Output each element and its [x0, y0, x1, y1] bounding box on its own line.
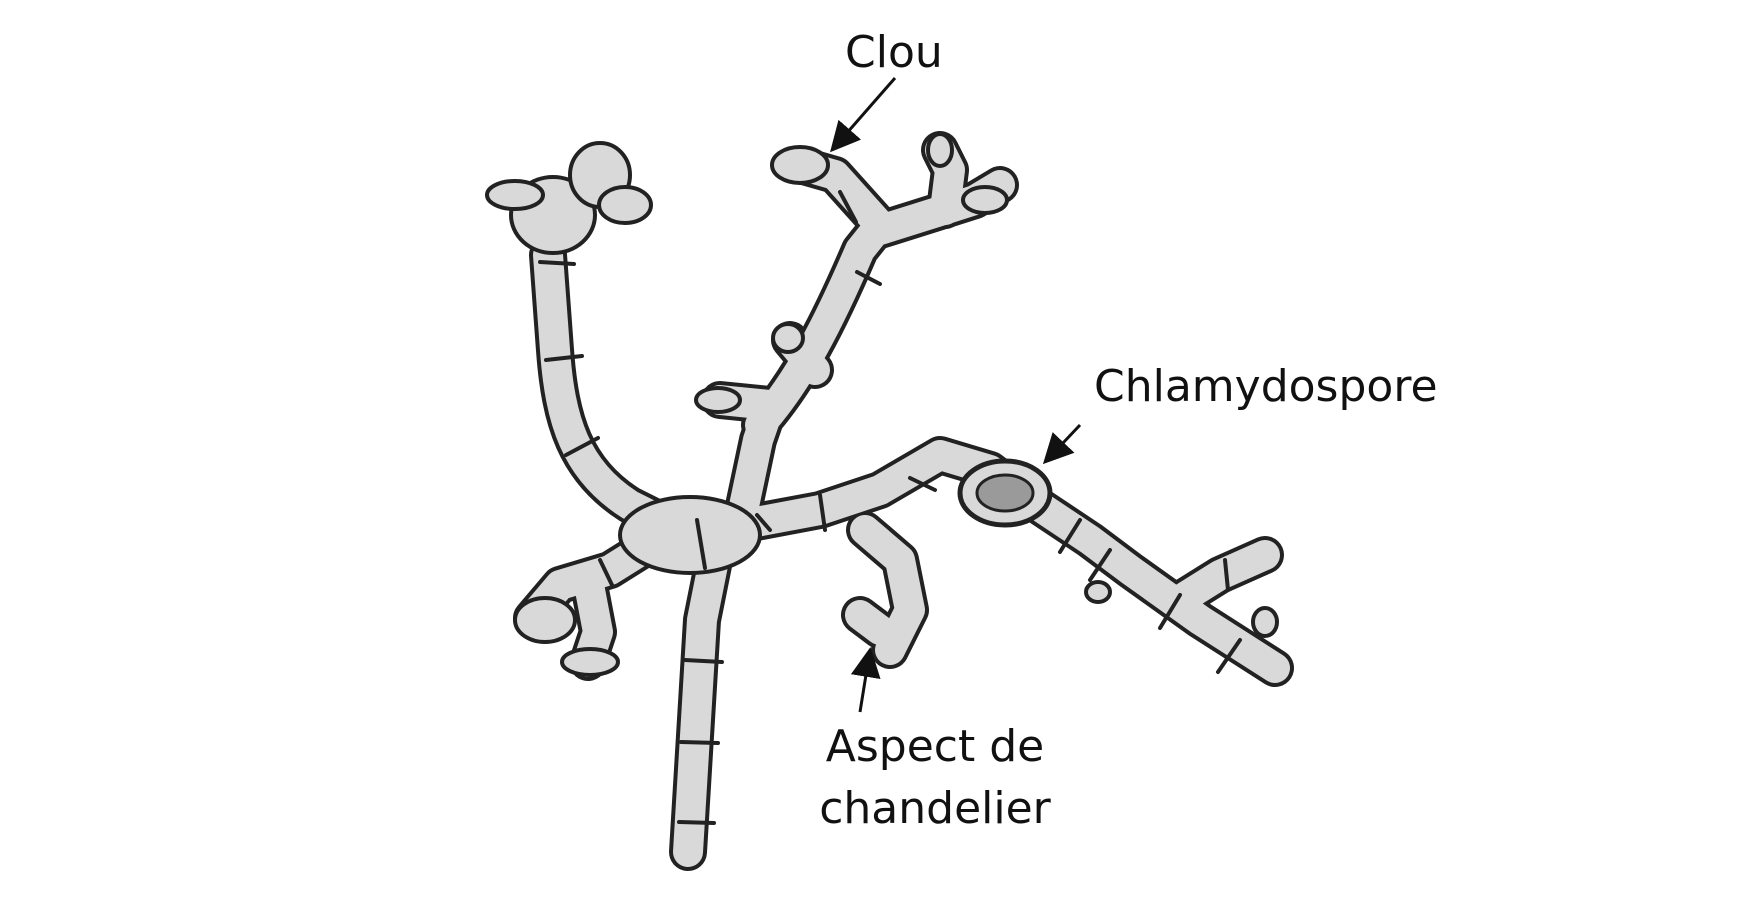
aspect-label-line2: chandelier — [819, 782, 1051, 834]
chlamydospore — [957, 458, 1053, 528]
top-left-lobe-1 — [485, 179, 545, 211]
clou-arrow — [830, 77, 897, 153]
clou-head — [770, 145, 830, 185]
left-branch — [533, 240, 675, 535]
central-tip — [694, 386, 742, 414]
candelabra-tip — [845, 600, 895, 645]
left-lower-head — [513, 596, 577, 644]
clou-label: Clou — [845, 27, 943, 78]
chlamydospore-arrow — [1042, 423, 1082, 465]
septa — [538, 190, 1242, 825]
aspect-de-chandelier-label: Aspect de chandelier — [805, 716, 1065, 839]
chlamydospore-label: Chlamydospore — [1094, 361, 1438, 412]
right-lower-fork — [1165, 540, 1280, 615]
upper-branch — [745, 150, 895, 440]
aspect-arrow — [850, 647, 881, 713]
right-bud-1 — [1084, 580, 1112, 604]
upper-fork-tip — [926, 132, 954, 168]
right-bud-2 — [1251, 606, 1279, 638]
left-lower-foot — [560, 647, 620, 677]
side-bud-tip — [771, 322, 805, 354]
candelabra — [850, 515, 925, 665]
upper-right-tip — [961, 185, 1009, 215]
junction — [618, 495, 762, 575]
top-left-lobe-3 — [597, 185, 653, 225]
annotation-arrows — [830, 77, 1082, 713]
terminal-swellings — [485, 132, 1279, 677]
aspect-label-line1: Aspect de — [825, 721, 1045, 772]
